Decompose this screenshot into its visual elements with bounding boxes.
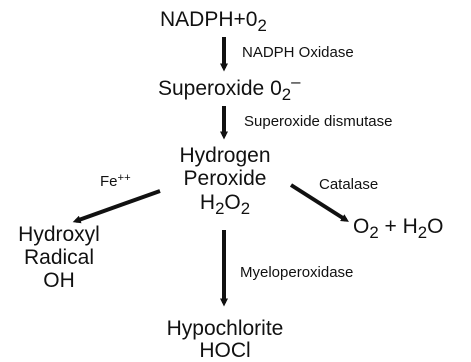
hydroxyl-line1: Hydroxyl: [18, 223, 100, 246]
hypochlorite-label: Hypochlorite HOCl: [150, 318, 300, 361]
enzyme-nadph-oxidase: NADPH Oxidase: [242, 44, 354, 61]
superoxide-label: Superoxide 02–: [158, 72, 301, 105]
arrow-peroxide-to-water: [289, 183, 349, 222]
hydroxyl-line2: Radical: [23, 246, 95, 269]
enzyme-iron: Fe++: [100, 171, 131, 190]
enzyme-superoxide-dismutase: Superoxide dismutase: [244, 113, 393, 130]
hydrogen-peroxide-formula: H2O2: [199, 191, 251, 219]
hydrogen-peroxide-line2: Peroxide: [183, 167, 267, 190]
enzyme-myeloperoxidase: Myeloperoxidase: [240, 264, 354, 281]
hydrogen-peroxide-label: Hydrogen Peroxide H2O2: [150, 144, 300, 219]
arrow-peroxide-to-hydroxyl: [72, 189, 161, 224]
nadph-label: NADPH+02: [160, 8, 267, 36]
hypochlorite-line1: Hypochlorite: [166, 317, 284, 340]
water-oxygen-label: O2 + H2O: [353, 215, 444, 243]
hypochlorite-line2: HOCl: [199, 339, 251, 362]
hydrogen-peroxide-line1: Hydrogen: [179, 144, 271, 167]
hydroxyl-radical-label: Hydroxyl Radical OH: [4, 224, 114, 291]
hydroxyl-line3: OH: [43, 269, 75, 292]
enzyme-catalase: Catalase: [319, 176, 379, 193]
